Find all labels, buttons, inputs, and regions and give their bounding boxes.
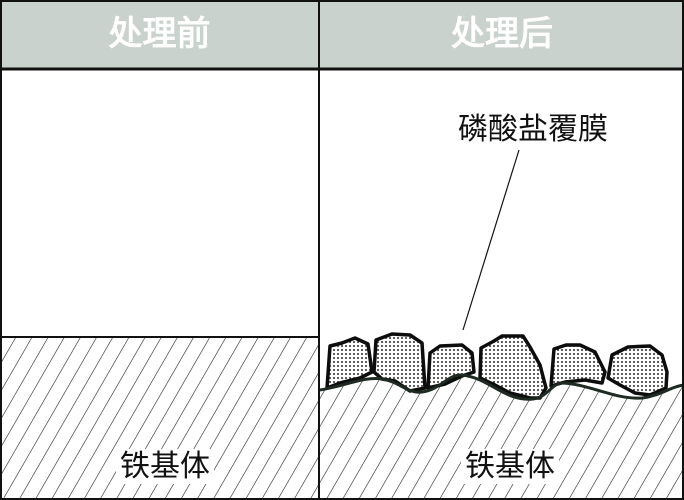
coating-label: 磷酸盐覆膜 bbox=[458, 112, 608, 147]
substrate-label-right: 铁基体 bbox=[461, 449, 559, 484]
grain bbox=[426, 343, 476, 390]
header-before: 处理前 bbox=[108, 14, 211, 54]
substrate-label-left: 铁基体 bbox=[116, 449, 214, 484]
header-after: 处理后 bbox=[451, 14, 553, 54]
right-substrate bbox=[320, 374, 684, 500]
substrate-surface-line bbox=[319, 373, 684, 401]
grain bbox=[606, 344, 669, 397]
grain bbox=[325, 336, 374, 390]
phosphate-grains bbox=[325, 332, 669, 400]
grain bbox=[478, 334, 548, 400]
grain bbox=[549, 343, 607, 388]
header-band bbox=[0, 0, 684, 69]
leader-line bbox=[462, 149, 520, 331]
